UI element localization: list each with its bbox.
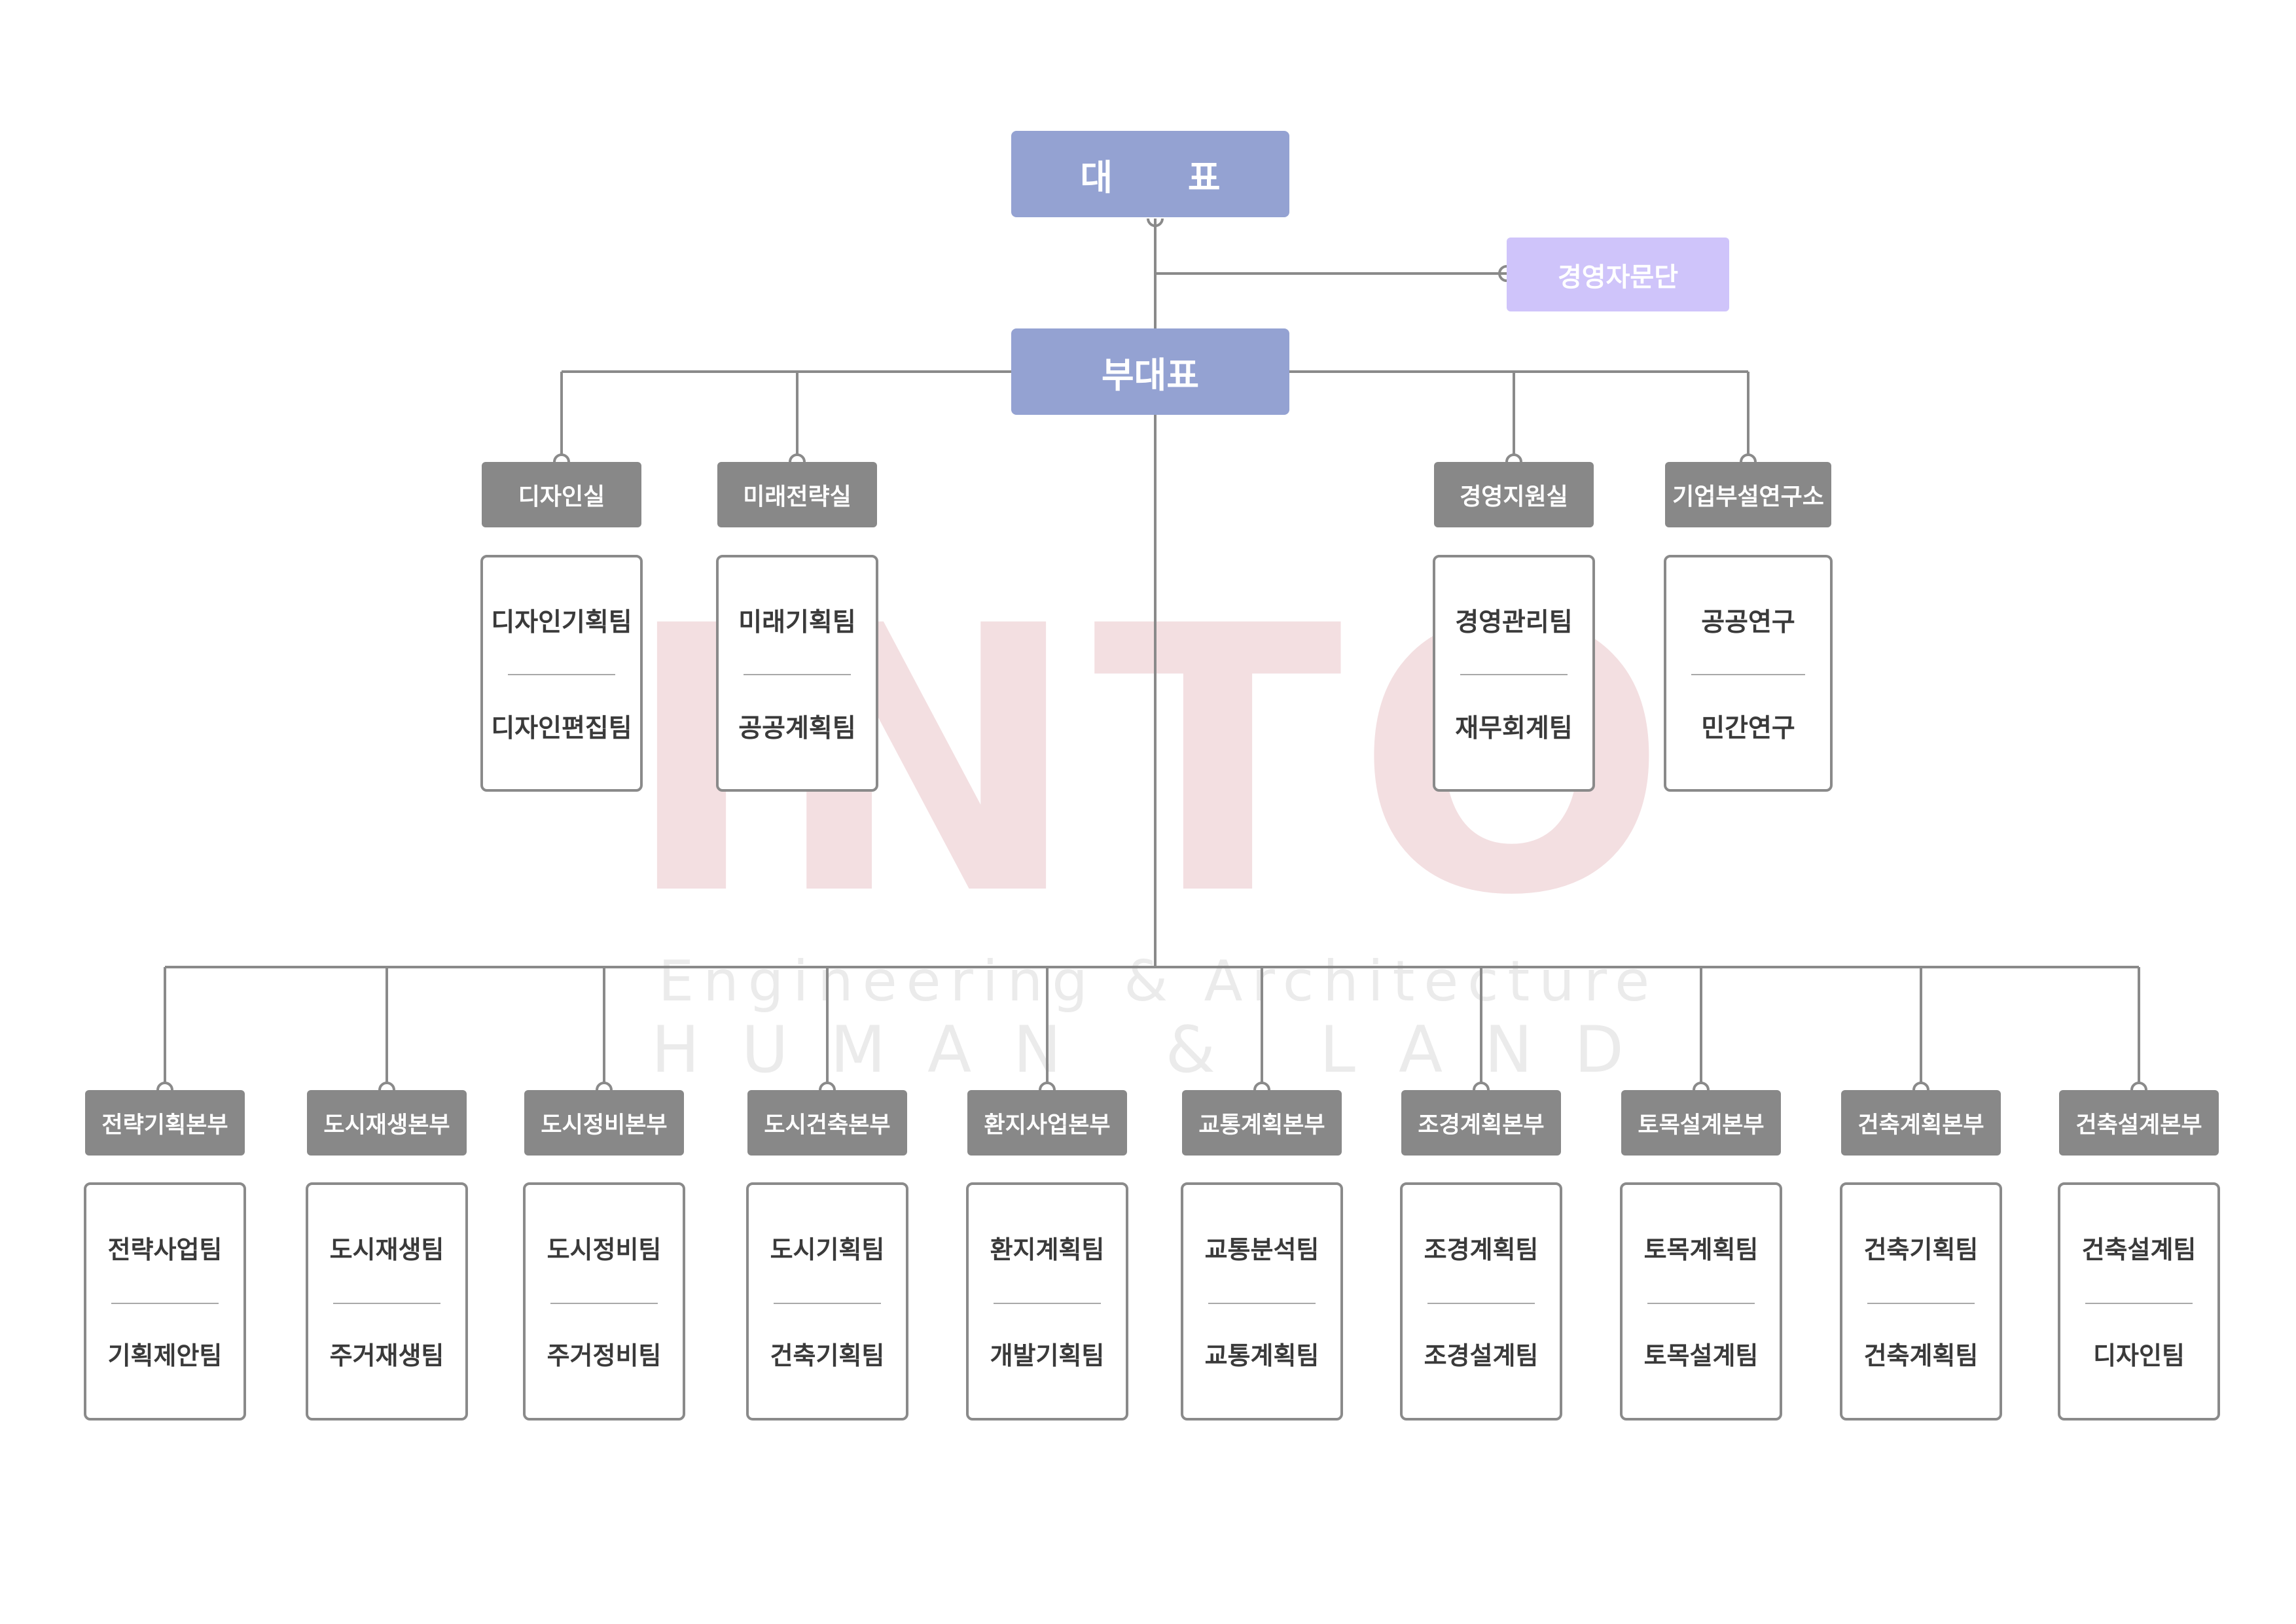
team-item[interactable]: 민간연구 [1701,714,1795,743]
team-item[interactable]: 경영관리팀 [1455,608,1573,637]
office-3-header[interactable]: 경영지원실 [1434,462,1594,527]
advisory-board-box[interactable]: 경영자문단 [1507,238,1729,311]
team-divider [111,1303,219,1304]
division-6-header[interactable]: 교통계획본부 [1182,1090,1342,1156]
team-item[interactable]: 디자인팀 [2093,1341,2185,1370]
team-item[interactable]: 개발기획팀 [990,1341,1105,1370]
division-7-header[interactable]: 조경계획본부 [1401,1090,1561,1156]
ceo-box[interactable]: 대 표 [1011,131,1289,217]
division-10-header[interactable]: 건축설계본부 [2059,1090,2219,1156]
team-item[interactable]: 공공계획팀 [738,714,856,743]
division-connector-cap [819,1082,836,1091]
team-item[interactable]: 기획제안팀 [107,1341,223,1370]
team-item[interactable]: 공공연구 [1701,608,1795,637]
office-connector-cap [1505,453,1522,463]
team-item[interactable]: 주거정비팀 [547,1341,662,1370]
team-item[interactable]: 디자인편집팀 [491,714,632,743]
team-item[interactable]: 주거재생팀 [329,1341,444,1370]
team-divider [1691,674,1805,675]
vice-president-box[interactable]: 부대표 [1011,328,1289,415]
team-divider [1647,1303,1755,1304]
team-item[interactable]: 도시정비팀 [547,1235,662,1264]
office-2-header[interactable]: 미래전략실 [717,462,877,527]
team-divider [774,1303,881,1304]
team-item[interactable]: 도시기획팀 [770,1235,885,1264]
division-4-header[interactable]: 도시건축본부 [747,1090,907,1156]
ceo-connector-cap [1147,218,1164,227]
team-divider [508,674,615,675]
team-item[interactable]: 전략사업팀 [107,1235,223,1264]
division-9-header[interactable]: 건축계획본부 [1841,1090,2001,1156]
division-connector-cap [2130,1082,2147,1091]
division-connector-cap [1039,1082,1056,1091]
division-connector-cap [596,1082,613,1091]
team-item[interactable]: 건축계획팀 [1863,1341,1979,1370]
team-divider [1867,1303,1975,1304]
division-5-header[interactable]: 환지사업본부 [967,1090,1127,1156]
division-connector-cap [1693,1082,1710,1091]
division-connector-cap [156,1082,173,1091]
team-item[interactable]: 건축기획팀 [1863,1235,1979,1264]
division-connector-cap [1253,1082,1270,1091]
team-item[interactable]: 조경계획팀 [1424,1235,1539,1264]
division-3-header[interactable]: 도시정비본부 [524,1090,684,1156]
team-item[interactable]: 미래기획팀 [738,608,856,637]
team-item[interactable]: 토목계획팀 [1643,1235,1759,1264]
team-divider [1427,1303,1535,1304]
team-item[interactable]: 교통분석팀 [1204,1235,1319,1264]
team-item[interactable]: 건축설계팀 [2081,1235,2197,1264]
team-item[interactable]: 재무회계팀 [1455,714,1573,743]
division-connector-cap [1473,1082,1490,1091]
division-8-header[interactable]: 토목설계본부 [1621,1090,1781,1156]
team-divider [1460,674,1568,675]
division-connector-cap [1912,1082,1929,1091]
team-divider [333,1303,440,1304]
office-connector-cap [789,453,806,463]
team-item[interactable]: 디자인기획팀 [491,608,632,637]
division-1-header[interactable]: 전략기획본부 [85,1090,245,1156]
team-item[interactable]: 교통계획팀 [1204,1341,1319,1370]
team-item[interactable]: 환지계획팀 [990,1235,1105,1264]
office-connector-cap [1740,453,1757,463]
team-divider [1208,1303,1316,1304]
team-divider [744,674,851,675]
office-1-header[interactable]: 디자인실 [482,462,641,527]
division-connector-cap [378,1082,395,1091]
advisory-connector-cap [1498,265,1507,282]
team-item[interactable]: 토목설계팀 [1643,1341,1759,1370]
team-item[interactable]: 도시재생팀 [329,1235,444,1264]
team-divider [550,1303,658,1304]
office-connector-cap [553,453,570,463]
team-divider [994,1303,1101,1304]
watermark-tagline-human-land: HUMAN & LAND [651,1013,1666,1087]
office-4-header[interactable]: 기업부설연구소 [1665,462,1831,527]
team-item[interactable]: 건축기획팀 [770,1341,885,1370]
division-2-header[interactable]: 도시재생본부 [307,1090,467,1156]
team-divider [2085,1303,2193,1304]
team-item[interactable]: 조경설계팀 [1424,1341,1539,1370]
